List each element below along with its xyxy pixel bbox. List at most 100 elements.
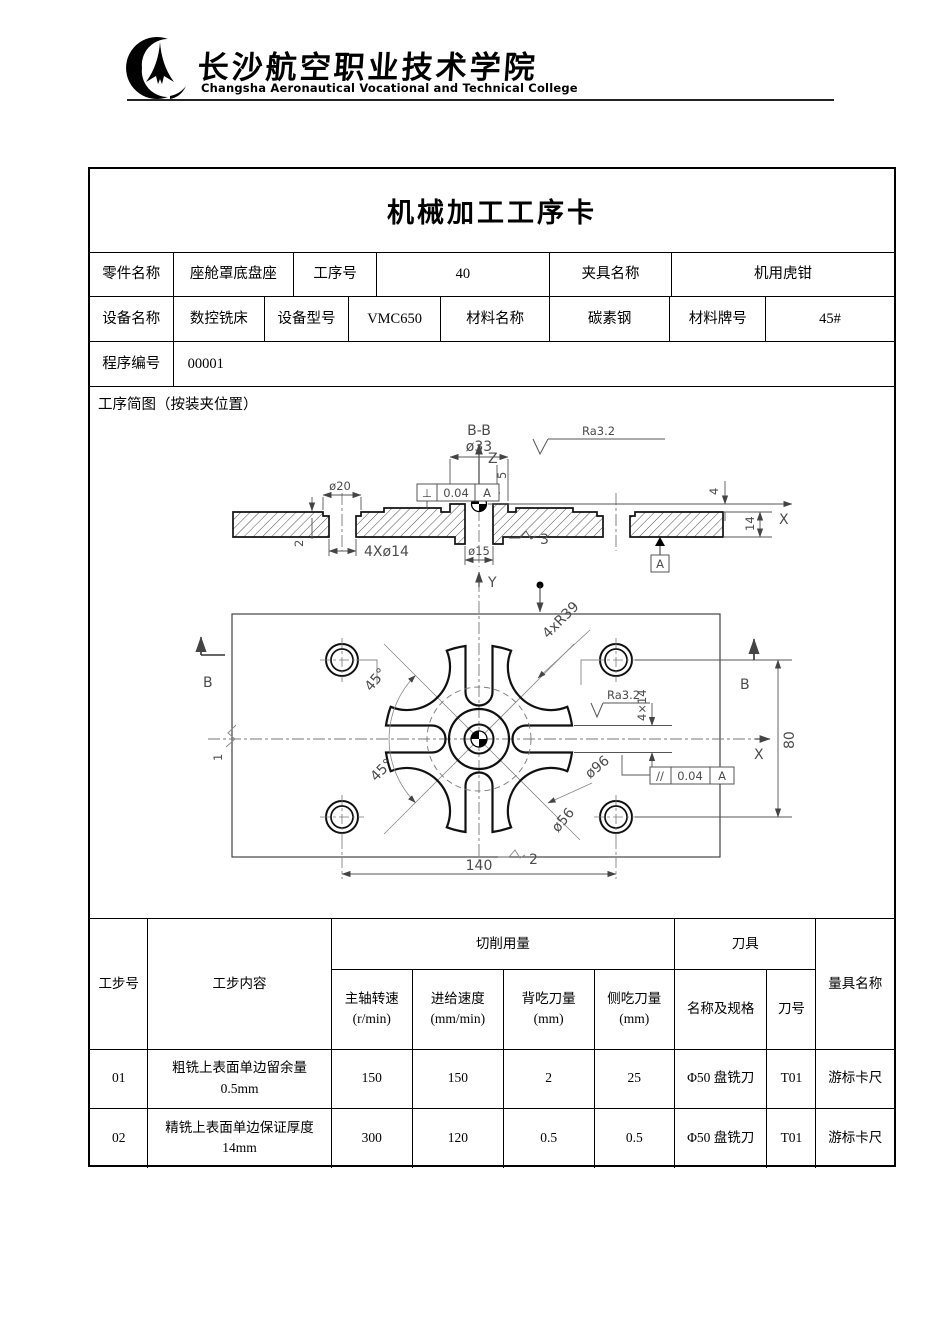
header-tool-no: 刀号 (766, 968, 816, 1050)
header-feed: 进给速度 (mm/min) (411, 968, 504, 1050)
equip-name-value: 数控铣床 (174, 297, 266, 341)
datum-target-marker (536, 581, 544, 613)
roughness-symbol-sec (532, 438, 665, 456)
dim-d15: ø15 (468, 544, 490, 558)
step-content: 粗铣上表面单边留余量 0.5mm (147, 1048, 332, 1109)
section-mark-left-label: B (203, 675, 213, 691)
dim-slot-4x14: 4×14 (635, 689, 649, 721)
dim-4-14-lines (721, 481, 772, 538)
cross-contour (384, 644, 574, 834)
gdt-par-tol: 0.04 (677, 769, 703, 783)
label-4xr39-leader (537, 629, 591, 679)
steps-header-row-1: 工步号 工步内容 切削用量 刀具 量具名称 (90, 919, 894, 1050)
card-title: 机械加工工序卡 (387, 198, 597, 228)
dim-4x14-lines (328, 539, 357, 556)
header-feed-name: 进给速度 (430, 990, 485, 1006)
step-content: 精铣上表面单边保证厚度 14mm (147, 1107, 332, 1168)
mark-2: 2 (529, 852, 538, 868)
roughness-symbol-plan (590, 702, 650, 719)
gdt-perp-ref: A (483, 486, 491, 500)
step-content-line1: 粗铣上表面单边留余量 (172, 1060, 308, 1076)
datum-a-label: A (656, 557, 664, 571)
header-spindle-unit: (r/min) (352, 1011, 391, 1026)
dim-d20-lines (322, 491, 362, 510)
sketch-caption: 工序简图（按装夹位置） (98, 397, 258, 413)
header-side: 侧吃刀量 (mm) (593, 968, 675, 1050)
section-mark-left: B (195, 636, 225, 691)
info-row-1: 零件名称 座舱罩底盘座 工序号 40 夹具名称 机用虎钳 (90, 253, 894, 297)
dim-5: 5 (495, 472, 509, 479)
datum-a: A (650, 537, 670, 573)
mark-2-zigzag (498, 849, 526, 859)
circle-d56 (426, 686, 532, 792)
step-depth: 2 (502, 1048, 595, 1109)
header-depth-name: 背吃刀量 (521, 990, 576, 1006)
step-content-line2: 0.5mm (220, 1080, 259, 1096)
header-gauge: 量具名称 (815, 919, 894, 1050)
gdt-par-symbol: // (656, 769, 664, 783)
plan-origin-symbol (470, 730, 488, 748)
logo-crescent (126, 36, 168, 100)
section-title: B-B (467, 423, 491, 439)
college-logo (126, 36, 186, 100)
step-tool-no: T01 (766, 1107, 817, 1168)
part-name-value: 座舱罩底盘座 (174, 253, 295, 296)
dim-d33: ø33 (466, 439, 492, 455)
step-tool: Φ50 盘铣刀 (673, 1048, 768, 1109)
header-feed-unit: (mm/min) (430, 1011, 486, 1026)
header-side-name: 侧吃刀量 (607, 990, 662, 1006)
dim-4: 4 (707, 488, 721, 495)
angle-45-bottom: 45° (368, 756, 397, 785)
label-d56: ø56 (549, 805, 578, 836)
mark-3: 3 (540, 532, 549, 548)
mark-1: 1 (211, 754, 225, 761)
equip-model-label: 设备型号 (265, 297, 349, 341)
step-tool: Φ50 盘铣刀 (673, 1107, 768, 1168)
mark-3-zigzag (509, 530, 537, 540)
step-content-line1: 精铣上表面单边保证厚度 (165, 1120, 314, 1135)
info-row-3: 程序编号 00001 (90, 342, 894, 387)
label-d96-leader (547, 782, 593, 804)
material-value: 碳素钢 (550, 297, 671, 341)
gdt-par-frame: // 0.04 A (621, 755, 735, 785)
step-feed: 150 (411, 1048, 504, 1109)
sketch-area: 工序简图（按装夹位置） (90, 387, 894, 919)
step-content-line2: 14mm (222, 1140, 257, 1156)
step-side: 25 (593, 1048, 675, 1109)
logo-aircraft (146, 42, 174, 84)
x-axis-label: X (754, 747, 764, 763)
mark-1-zigzag (225, 724, 237, 748)
logo-tail (170, 86, 186, 99)
dim-4x14: 4Xø14 (364, 544, 409, 560)
gdt-perp-tol: 0.04 (443, 486, 469, 500)
step-feed: 120 (411, 1107, 504, 1168)
plan-view: Y X (195, 571, 798, 879)
steps-table: 工步号 工步内容 切削用量 刀具 量具名称 主轴转速(r/min) 进给速度(m… (90, 919, 894, 1168)
header-tool-spec: 名称及规格 (673, 968, 768, 1050)
grade-value: 45# (819, 310, 841, 327)
material-label: 材料名称 (441, 297, 550, 341)
dim-80: 80 (782, 731, 798, 749)
plate-outline (231, 613, 721, 858)
angle-45-top: 45° (362, 665, 390, 694)
card-title-row: 机械加工工序卡 (90, 169, 894, 253)
section-view: Z 5 B-B ø33 (232, 423, 793, 573)
dim-140: 140 (466, 858, 493, 874)
program-no-value: 00001 (187, 355, 224, 372)
label-4xr39: 4xR39 (540, 599, 583, 642)
dim-14: 14 (743, 516, 757, 531)
header-side-unit: (mm) (619, 1011, 650, 1026)
step-spindle: 150 (330, 1048, 413, 1109)
header-step-no: 工步号 (90, 919, 149, 1050)
op-no-label: 工序号 (294, 253, 377, 296)
step-gauge: 游标卡尺 (815, 1107, 894, 1168)
process-card: 机械加工工序卡 零件名称 座舱罩底盘座 工序号 40 夹具名称 机用虎钳 设备名… (88, 167, 896, 1168)
cutting-plane-jogs (356, 659, 602, 685)
college-name-en: Changsha Aeronautical Vocational and Tec… (201, 81, 578, 95)
fixture-label: 夹具名称 (550, 253, 673, 296)
gdt-par-ref: A (718, 769, 726, 783)
step-no: 02 (90, 1107, 149, 1168)
